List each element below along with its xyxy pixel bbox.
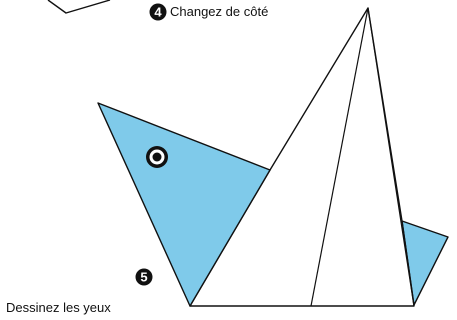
- step-4-number: 4: [154, 5, 162, 20]
- eye-icon: [146, 146, 168, 168]
- step-5-number: 5: [140, 270, 147, 285]
- step-5-label: Dessinez les yeux: [6, 301, 111, 314]
- step-4-label: Changez de côté: [170, 5, 268, 18]
- step-4-badge: 4: [150, 4, 167, 21]
- previous-fold-edge: [48, 0, 110, 13]
- step-5-badge: 5: [136, 269, 153, 286]
